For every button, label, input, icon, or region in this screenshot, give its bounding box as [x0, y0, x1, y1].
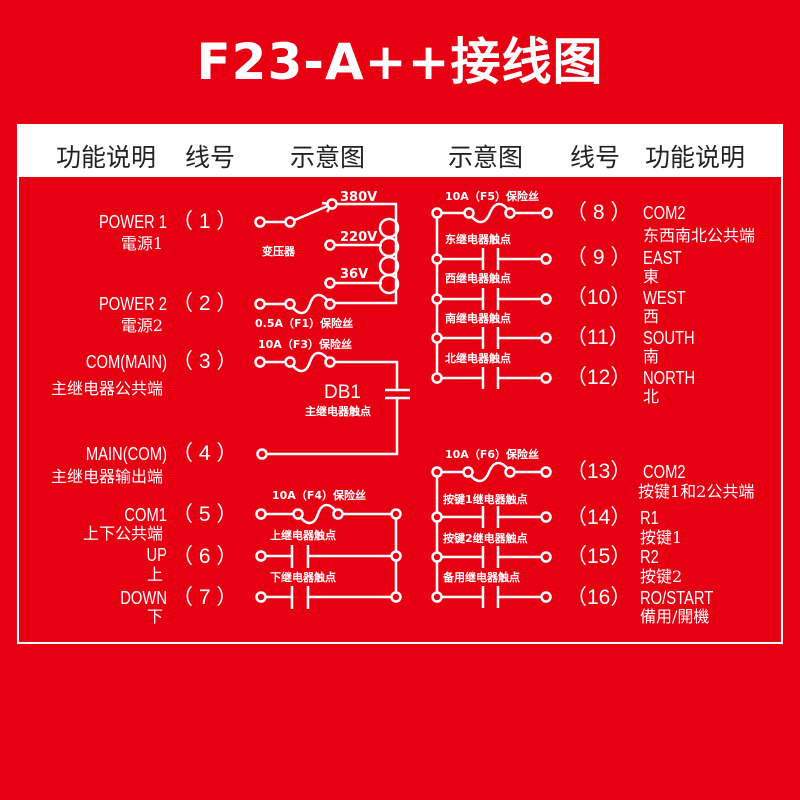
diagram-panel	[17, 177, 783, 644]
label-fuse-f6: 10A（F6）保险丝	[445, 448, 539, 461]
right-row-10-num: （10）	[566, 286, 632, 309]
label-fuse-f1: 0.5A（F1）保险丝	[255, 317, 354, 330]
label-36v: 36V	[340, 267, 369, 282]
header-diagram-left: 示意图	[290, 143, 366, 172]
label-east-contact: 东继电器触点	[445, 233, 511, 246]
left-row-6-cn: 上	[146, 565, 163, 584]
label-north-contact: 北继电器触点	[445, 352, 511, 365]
right-row-9-num: （ 9 ）	[566, 246, 632, 269]
label-key1-contact: 按键1继电器触点	[443, 493, 528, 506]
label-380v: 380V	[340, 190, 378, 205]
right-row-12-en: NORTH	[643, 368, 696, 388]
right-row-11-en: SOUTH	[643, 328, 695, 348]
label-spare-contact: 备用继电器触点	[443, 571, 520, 584]
right-row-15-en: R2	[640, 547, 659, 567]
left-row-1-en: POWER 1	[98, 212, 167, 232]
transformer-circuit	[260, 201, 400, 315]
label-fuse-f5: 10A（F5）保险丝	[445, 190, 539, 203]
right-row-14-en: R1	[640, 508, 659, 528]
right-row-8-num: （ 8 ）	[566, 201, 632, 224]
right-row-13-cn: 按键1和2公共端	[638, 482, 755, 501]
right-row-8-en: COM2	[643, 203, 686, 223]
right-row-9-en: EAST	[643, 248, 682, 268]
label-south-contact: 南继电器触点	[445, 312, 511, 325]
direction-circuit	[435, 202, 547, 389]
header-diagram-right: 示意图	[448, 143, 524, 172]
right-row-12-cn: 北	[643, 387, 660, 406]
left-row-6-num: （ 6 ）	[172, 545, 238, 568]
right-row-15-num: （15）	[566, 545, 632, 568]
label-up-contact: 上继电器触点	[270, 529, 336, 542]
label-down-contact: 下继电器触点	[270, 571, 336, 584]
left-row-4-num: （ 4 ）	[172, 442, 238, 465]
header-function-right: 功能说明	[645, 143, 746, 172]
right-row-14-cn: 按键1	[640, 528, 683, 547]
left-row-7-en: DOWN	[120, 588, 167, 608]
left-row-3-num: （ 3 ）	[172, 350, 238, 373]
left-row-1-num: （ 1 ）	[172, 210, 238, 233]
right-row-8-cn: 东西南北公共端	[643, 226, 756, 245]
left-row-5-num: （ 5 ）	[172, 503, 238, 526]
right-row-13-num: （13）	[566, 460, 632, 483]
header-band	[17, 124, 783, 177]
right-row-12-num: （12）	[566, 366, 632, 389]
page-title: F23-A++接线图	[196, 33, 604, 91]
left-row-7-num: （ 7 ）	[172, 586, 238, 609]
right-row-13-en: COM2	[643, 462, 686, 482]
label-west-contact: 西继电器触点	[445, 272, 511, 285]
label-db1: DB1	[324, 382, 361, 403]
label-fuse-f3: 10A（F3）保险丝	[258, 338, 352, 351]
header-wire-left: 线号	[185, 143, 236, 172]
label-transformer: 变压器	[262, 245, 295, 258]
left-row-7-cn: 下	[146, 607, 163, 626]
left-row-2-cn: 電源2	[120, 316, 163, 335]
right-row-10-en: WEST	[643, 288, 686, 308]
left-row-4-en: MAIN(COM)	[85, 444, 167, 464]
right-row-14-num: （14）	[566, 506, 632, 529]
button-circuit	[435, 461, 546, 608]
right-row-11-cn: 南	[643, 347, 660, 366]
left-row-2-en: POWER 2	[98, 294, 167, 314]
right-row-11-num: （11）	[566, 326, 630, 349]
left-row-2-num: （ 2 ）	[172, 292, 238, 315]
label-fuse-f4: 10A（F4）保险丝	[272, 489, 366, 502]
left-row-4-cn: 主继电器输出端	[50, 467, 163, 486]
label-220v: 220V	[340, 230, 378, 245]
header-function-left: 功能说明	[56, 143, 157, 172]
header-wire-right: 线号	[570, 143, 621, 172]
right-row-15-cn: 按键2	[640, 567, 683, 586]
right-row-16-num: （16）	[566, 586, 632, 609]
right-row-9-cn: 東	[643, 267, 660, 286]
right-row-16-cn: 備用/開機	[640, 607, 710, 626]
label-key2-contact: 按键2继电器触点	[443, 532, 528, 545]
left-row-5-en: COM1	[124, 505, 167, 525]
left-row-3-cn: 主继电器公共端	[50, 379, 163, 398]
left-row-6-en: UP	[146, 545, 167, 565]
left-row-3-en: COM(MAIN)	[85, 352, 167, 372]
up-down-circuit	[261, 503, 398, 609]
right-row-10-cn: 西	[643, 307, 660, 326]
left-row-5-cn: 上下公共端	[82, 524, 163, 543]
right-row-16-en: RO/START	[640, 588, 714, 608]
terminal-circles	[254, 198, 553, 603]
left-row-1-cn: 電源1	[120, 234, 163, 253]
label-main-contact: 主继电器触点	[305, 405, 371, 418]
